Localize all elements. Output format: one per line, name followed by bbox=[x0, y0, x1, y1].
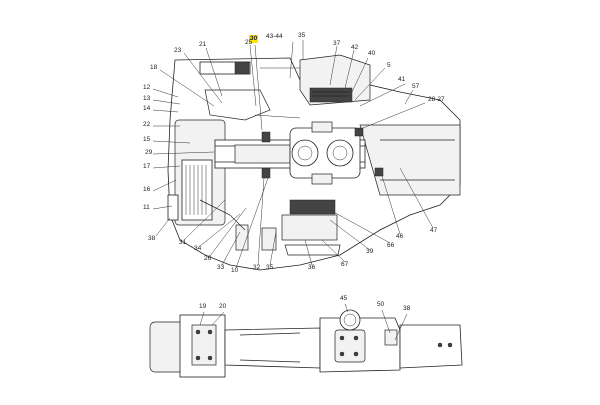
callout-23[interactable]: 23 bbox=[174, 47, 182, 54]
callout-30-highlighted[interactable]: 30 bbox=[249, 35, 259, 43]
callout-45[interactable]: 45 bbox=[340, 295, 348, 302]
callout-26[interactable]: 26 bbox=[204, 255, 212, 262]
callout-19[interactable]: 19 bbox=[199, 303, 207, 310]
callout-37[interactable]: 37 bbox=[333, 40, 341, 47]
upper-cross-section-view bbox=[152, 40, 461, 271]
callout-22[interactable]: 22 bbox=[143, 121, 151, 128]
callout-39[interactable]: 39 bbox=[366, 248, 374, 255]
callout-40[interactable]: 40 bbox=[368, 50, 376, 57]
callout-50[interactable]: 50 bbox=[377, 301, 385, 308]
callout-21[interactable]: 21 bbox=[199, 41, 207, 48]
callout-14[interactable]: 14 bbox=[143, 105, 151, 112]
callout-66[interactable]: 66 bbox=[387, 242, 395, 249]
callout-20[interactable]: 20 bbox=[219, 303, 227, 310]
callout-33[interactable]: 33 bbox=[217, 264, 225, 271]
callout-38-lower[interactable]: 38 bbox=[403, 305, 411, 312]
callout-36[interactable]: 36 bbox=[308, 264, 316, 271]
callout-17[interactable]: 17 bbox=[143, 163, 151, 170]
callout-57[interactable]: 57 bbox=[412, 83, 420, 90]
callout-46[interactable]: 46 bbox=[396, 233, 404, 240]
callout-32[interactable]: 32 bbox=[253, 264, 261, 271]
callout-10[interactable]: 10 bbox=[231, 267, 239, 274]
callout-12[interactable]: 12 bbox=[143, 84, 151, 91]
callout-15[interactable]: 15 bbox=[143, 136, 151, 143]
callout-31[interactable]: 31 bbox=[179, 239, 187, 246]
callout-38[interactable]: 38 bbox=[148, 235, 156, 242]
callout-67[interactable]: 67 bbox=[341, 261, 349, 268]
callout-47[interactable]: 47 bbox=[430, 227, 438, 234]
callout-13[interactable]: 13 bbox=[143, 95, 151, 102]
callout-5[interactable]: 5 bbox=[387, 62, 391, 69]
callout-11[interactable]: 11 bbox=[143, 204, 150, 211]
callout-28-27[interactable]: 28-27 bbox=[428, 96, 445, 103]
callout-34[interactable]: 34 bbox=[194, 245, 202, 252]
callout-35-lower[interactable]: 35 bbox=[266, 264, 274, 271]
callout-29[interactable]: 29 bbox=[145, 149, 153, 156]
callout-41[interactable]: 41 bbox=[398, 76, 406, 83]
callout-18[interactable]: 18 bbox=[150, 64, 158, 71]
callout-25[interactable]: 25 bbox=[245, 39, 253, 46]
callout-43-44[interactable]: 43-44 bbox=[266, 33, 283, 40]
callout-16[interactable]: 16 bbox=[143, 186, 151, 193]
callout-42[interactable]: 42 bbox=[351, 44, 359, 51]
callout-35[interactable]: 35 bbox=[298, 32, 306, 39]
lower-side-view bbox=[149, 303, 463, 378]
